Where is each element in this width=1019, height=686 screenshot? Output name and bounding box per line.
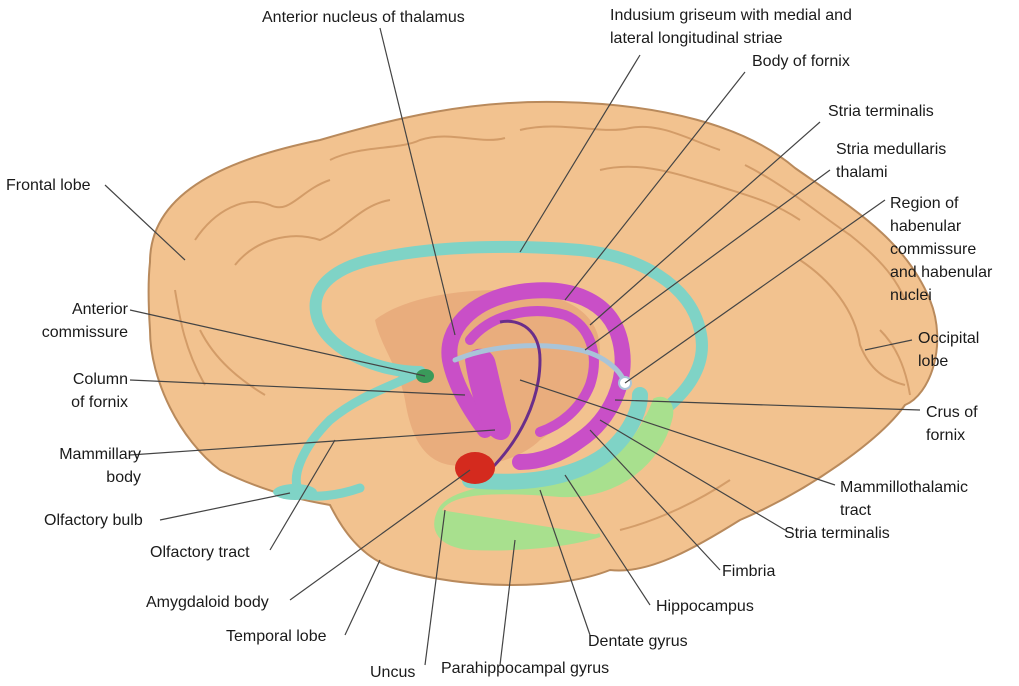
fornix-c-shape — [441, 282, 631, 470]
hippocampus-band — [462, 387, 648, 490]
label-anterior-nucleus-thalamus: Anterior nucleus of thalamus — [262, 9, 465, 26]
label-frontal-lobe: Frontal lobe — [6, 177, 91, 194]
label-dentate-gyrus: Dentate gyrus — [588, 633, 688, 650]
leader-frontal-lobe — [104, 184, 186, 261]
label-stria-terminalis-top: Stria terminalis — [828, 103, 934, 120]
label-habenular-region: Region of habenular commissure and haben… — [890, 195, 993, 304]
leader-anterior-commissure — [129, 309, 426, 377]
leader-hippocampus — [564, 474, 651, 606]
leader-stria-medullaris — [584, 169, 831, 351]
leader-lines — [104, 27, 921, 666]
label-uncus: Uncus — [370, 664, 416, 681]
leader-anterior-nucleus — [379, 27, 456, 336]
fornix-inner-arc — [465, 306, 599, 437]
leader-uncus — [424, 509, 446, 666]
leader-fimbria — [589, 429, 721, 571]
label-mammillary-body: Mammillary body — [59, 446, 141, 486]
olfactory-bulb-shape — [273, 484, 317, 500]
label-parahippocampal-gyrus: Parahippocampal gyrus — [441, 660, 610, 677]
amygdaloid-body-shape — [455, 452, 495, 484]
label-hippocampus: Hippocampus — [656, 598, 754, 615]
mammillary-body-shape — [465, 348, 511, 440]
label-anterior-commissure: Anterior commissure — [41, 301, 128, 341]
leader-parahippocampal — [499, 539, 516, 666]
label-occipital-lobe: Occipital lobe — [918, 330, 980, 370]
label-temporal-lobe: Temporal lobe — [226, 628, 327, 645]
leader-occipital-lobe — [864, 339, 913, 351]
label-stria-medullaris: Stria medullaris thalami — [836, 141, 947, 181]
mammillothalamic-tract-line — [488, 319, 542, 472]
leader-temporal-lobe — [344, 559, 381, 636]
leader-stria-terminalis-top — [589, 121, 821, 326]
leader-habenular — [624, 199, 886, 384]
label-indusium-griseum: Indusium griseum with medial and lateral… — [610, 7, 852, 47]
leader-olfactory-tract — [269, 439, 336, 551]
leader-column-of-fornix — [129, 379, 466, 396]
label-stria-terminalis-bottom: Stria terminalis — [784, 525, 890, 542]
leader-indusium — [519, 54, 641, 253]
leader-stria-terminalis-bottom — [599, 419, 786, 531]
olfactory-tract-band — [291, 367, 425, 501]
stria-medullaris-tract — [452, 343, 628, 386]
label-fimbria: Fimbria — [722, 563, 776, 580]
gyri-sulci-texture — [174, 125, 911, 531]
leader-crus-of-fornix — [614, 399, 921, 411]
label-column-of-fornix: Column of fornix — [71, 371, 128, 411]
label-olfactory-tract: Olfactory tract — [150, 544, 250, 561]
parahippocampal-gyrus-shape — [434, 396, 674, 551]
leader-mammillothalamic — [519, 379, 836, 486]
label-mammillothalamic-tract: Mammillothalamic tract — [840, 479, 969, 519]
label-body-of-fornix: Body of fornix — [752, 53, 850, 70]
leader-mammillary-body — [129, 429, 496, 456]
leader-dentate-gyrus — [539, 489, 591, 636]
leader-olfactory-bulb — [159, 492, 291, 521]
label-amygdaloid-body: Amygdaloid body — [146, 594, 269, 611]
label-crus-of-fornix: Crus of fornix — [926, 404, 978, 444]
leader-amygdaloid — [289, 469, 471, 601]
label-olfactory-bulb: Olfactory bulb — [44, 512, 143, 529]
leader-body-of-fornix — [564, 71, 746, 301]
